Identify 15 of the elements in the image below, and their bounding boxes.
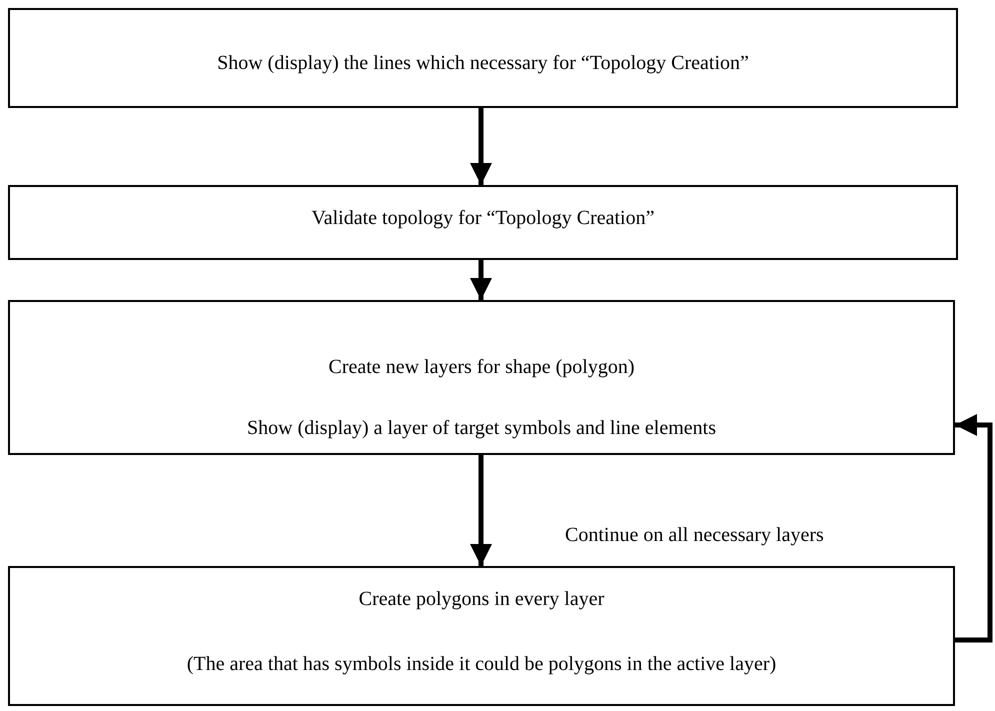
step-text: Show (display) the lines which necessary for “Topology Creation” <box>217 52 749 75</box>
step-text: Validate topology for “Topology Creation” <box>312 207 654 230</box>
arrow <box>470 455 492 566</box>
process-box <box>8 8 958 108</box>
process-box <box>8 566 955 706</box>
process-box <box>8 185 958 260</box>
note-text: Continue on all necessary layers <box>565 524 824 546</box>
process-box <box>8 300 955 455</box>
step-text: Create new layers for shape (polygon) <box>328 356 634 379</box>
step-text: (The area that has symbols inside it could be polygons in the active layer) <box>186 653 776 676</box>
arrow <box>955 414 992 642</box>
step-text: Show (display) a layer of target symbols and line elements <box>247 417 716 440</box>
arrow <box>470 108 492 185</box>
arrow <box>470 260 492 300</box>
step-text: Create polygons in every layer <box>358 588 604 611</box>
